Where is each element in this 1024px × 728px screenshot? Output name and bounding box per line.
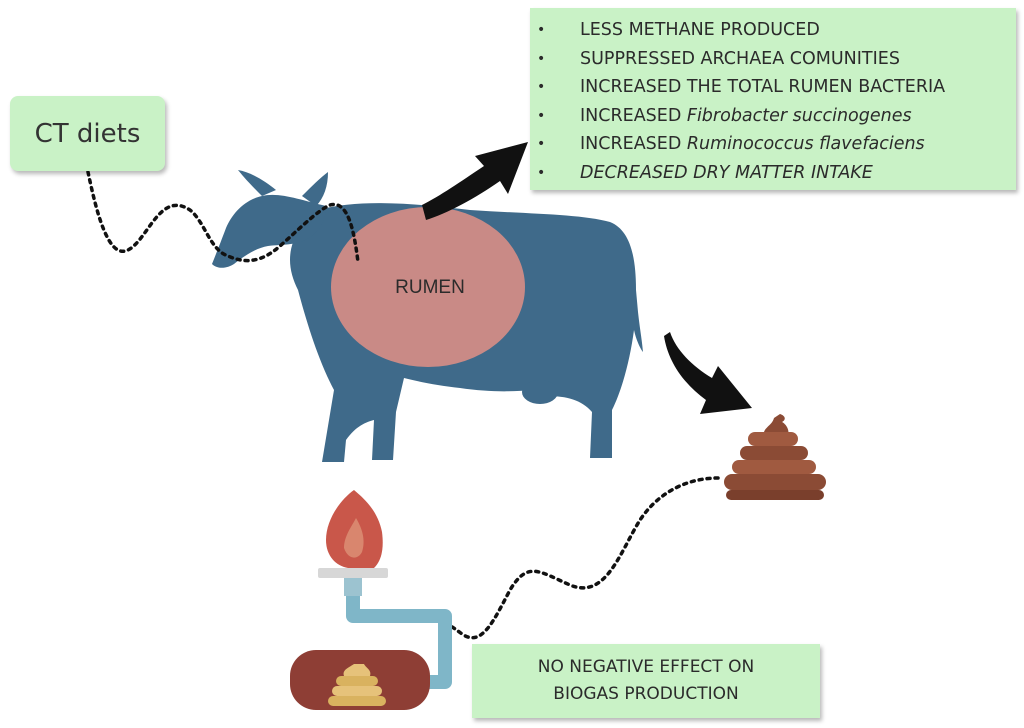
rumen-label: RUMEN (395, 277, 465, 298)
effect-text: INCREASED THE TOTAL RUMEN BACTERIA (580, 77, 946, 97)
gas-pipe (346, 596, 452, 689)
effect-text: SUPPRESSED ARCHAEA COMUNITIES (580, 48, 900, 69)
bullet-icon: • (537, 136, 546, 152)
effect-item: • SUPPRESSED ARCHAEA COMUNITIES (530, 45, 1008, 74)
arrow-down-icon (664, 332, 752, 414)
ct-diets-box: CT diets (10, 96, 165, 171)
flame-icon (326, 490, 383, 568)
arrow-up-icon (422, 142, 528, 220)
biogas-tank-icon (290, 650, 430, 710)
biogas-line-2: BIOGAS PRODUCTION (553, 684, 739, 704)
burner-stem (344, 578, 362, 596)
manure-dotted-line (438, 476, 720, 640)
effect-item: • INCREASED Ruminococcus flavefaciens (530, 130, 1008, 159)
effect-text: INCREASED (580, 134, 687, 154)
effects-box: • LESS METHANE PRODUCED • SUPPRESSED ARCHAE… (530, 8, 1016, 190)
effect-item: • INCREASED THE TOTAL RUMEN BACTERIA (530, 73, 1008, 102)
bullet-icon: • (537, 164, 546, 181)
bullet-icon: • (537, 107, 546, 124)
bullet-icon: • (537, 79, 546, 95)
effect-text: Ruminococcus flavefaciens (686, 134, 925, 154)
biogas-line-1: NO NEGATIVE EFFECT ON (537, 657, 755, 677)
effects-list: • LESS METHANE PRODUCED • SUPPRESSED ARCHAE… (530, 16, 1008, 187)
effect-item: • INCREASED Fibrobacter succinogenes (530, 102, 1008, 131)
bullet-icon: • (537, 50, 546, 67)
manure-icon (724, 414, 826, 500)
effect-item: • DECREASED DRY MATTER INTAKE (530, 159, 1008, 188)
effect-text: LESS METHANE PRODUCED (580, 20, 820, 40)
effect-text: Fibrobacter succinogenes (686, 105, 912, 126)
ct-diets-label: CT diets (34, 118, 141, 149)
effect-text: DECREASED DRY MATTER INTAKE (580, 162, 873, 183)
bullet-icon: • (537, 22, 546, 38)
effect-item: • LESS METHANE PRODUCED (530, 16, 1008, 45)
effect-text: INCREASED (580, 105, 687, 126)
burner-plate (318, 568, 388, 578)
biogas-box: NO NEGATIVE EFFECT ON BIOGAS PRODUCTION (472, 644, 820, 718)
rumen-ellipse (331, 207, 525, 367)
feed-dotted-line (86, 170, 360, 264)
